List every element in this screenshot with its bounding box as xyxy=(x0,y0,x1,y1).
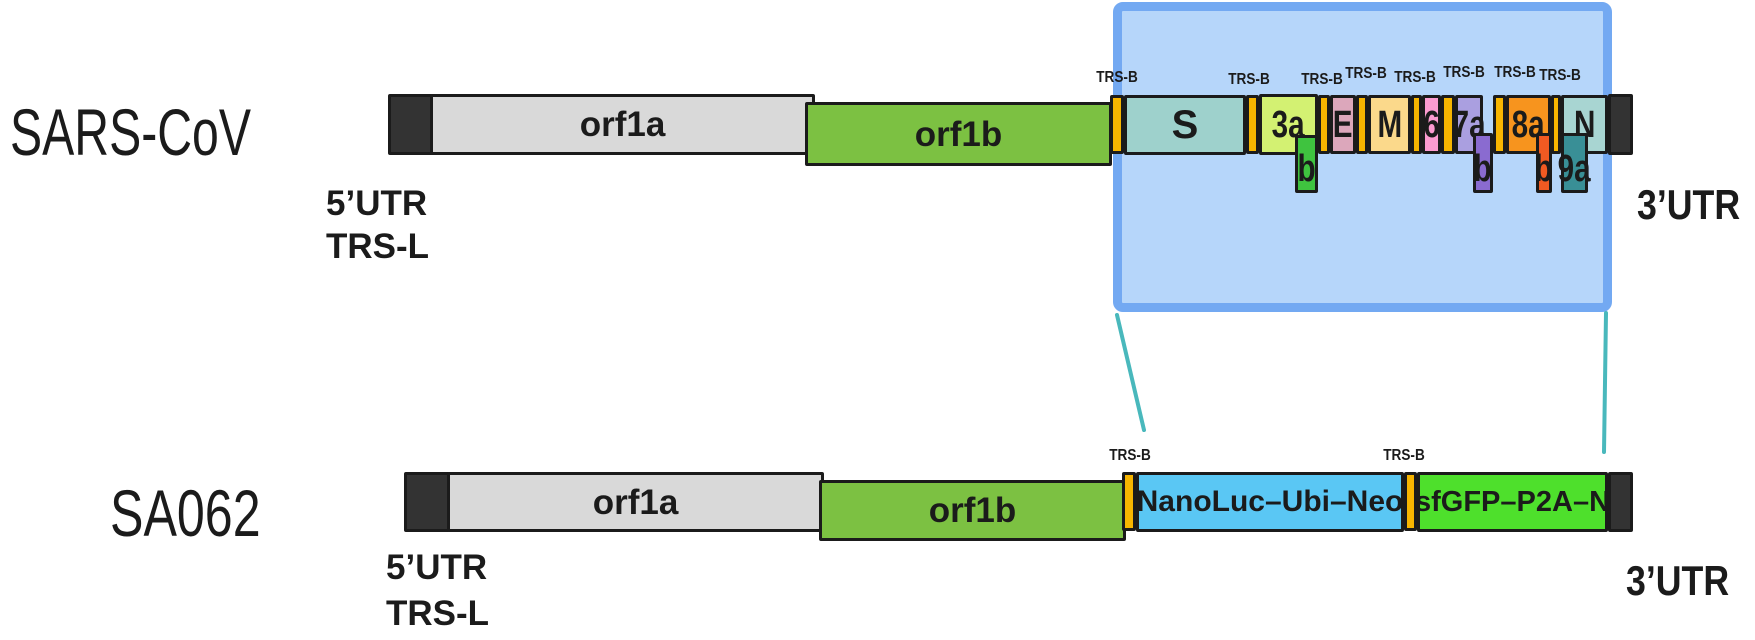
trs-b-box-3-top xyxy=(1318,95,1330,154)
trs-b-box-2-top xyxy=(1246,95,1259,154)
trs-b-label-top-5: TRS-B xyxy=(1394,69,1436,86)
trs-b-label-bottom-2: TRS-B xyxy=(1383,447,1425,464)
trs-b-box-4-top xyxy=(1356,95,1368,154)
gene-7b-label: b xyxy=(1473,148,1493,190)
trs-b-label-top-4: TRS-B xyxy=(1345,65,1387,82)
gene-nanoluc-ubi-neo-label: NanoLuc–Ubi–Neo xyxy=(1136,485,1404,518)
gene-orf1b-top-label: orf1b xyxy=(914,114,1003,154)
gene-6: 6 xyxy=(1422,95,1441,154)
gene-3b-label: b xyxy=(1297,148,1316,190)
gene-9a-label: 9a xyxy=(1558,148,1591,190)
gene-sfgfp-p2a-n-label: sfGFP–P2A–N xyxy=(1415,485,1611,518)
gene-nanoluc-ubi-neo: NanoLuc–Ubi–Neo xyxy=(1136,472,1404,532)
gene-7a: 7a xyxy=(1453,95,1485,154)
utr3-box-bottom xyxy=(1608,472,1633,532)
utr5-label-top: 5’UTR xyxy=(326,184,428,223)
gene-orf1a-bottom-label: orf1a xyxy=(592,482,679,522)
trs-b-label-top-1: TRS-B xyxy=(1096,69,1138,86)
gene-8b-label: b xyxy=(1534,148,1554,190)
trs-b-label-top-7: TRS-B xyxy=(1494,64,1536,81)
utr3-box-top xyxy=(1608,94,1633,155)
gene-orf1b-bottom-label: orf1b xyxy=(928,491,1017,530)
gene-orf1b-bottom: orf1b xyxy=(819,480,1126,541)
gene-sfgfp-p2a-n: sfGFP–P2A–N xyxy=(1415,472,1611,532)
trs-b-label-top-3: TRS-B xyxy=(1301,71,1343,88)
left-connector-line xyxy=(1115,313,1146,432)
trs-b-label-top-6: TRS-B xyxy=(1443,64,1485,81)
trs-b-box-1-bottom xyxy=(1122,472,1136,531)
trs-b-label-top-8: TRS-B xyxy=(1539,67,1581,84)
gene-m-label: M xyxy=(1377,103,1402,146)
gene-s-label: S xyxy=(1171,103,1199,147)
highlight-region-box xyxy=(1113,2,1612,312)
gene-e-label: E xyxy=(1333,103,1353,146)
gene-e: E xyxy=(1330,95,1356,154)
trs-l-label-bottom: TRS-L xyxy=(386,594,490,633)
right-connector-line xyxy=(1602,311,1608,454)
trs-b-box-2-bottom xyxy=(1404,472,1417,531)
trs-b-box-6-top xyxy=(1441,95,1455,154)
trs-l-label-top: TRS-L xyxy=(326,227,430,266)
gene-orf1a-top: orf1a xyxy=(430,94,815,155)
utr5-label-bottom: 5’UTR xyxy=(386,548,488,587)
utr3-label-top: 3’UTR xyxy=(1637,181,1741,228)
utr5-box-top xyxy=(388,94,433,155)
trs-b-box-8-top xyxy=(1551,95,1561,154)
gene-orf1b-top: orf1b xyxy=(805,102,1112,166)
trs-b-box-5-top xyxy=(1411,95,1422,154)
trs-b-box-7-top xyxy=(1493,95,1506,154)
gene-9a: 9a xyxy=(1558,133,1591,193)
gene-8b: b xyxy=(1534,133,1554,193)
trs-b-label-top-2: TRS-B xyxy=(1228,71,1270,88)
gene-orf1a-top-label: orf1a xyxy=(579,105,666,144)
gene-m: M xyxy=(1368,95,1411,154)
gene-6-label: 6 xyxy=(1423,103,1440,146)
gene-7b: b xyxy=(1473,133,1493,193)
gene-orf1a-bottom: orf1a xyxy=(447,472,824,532)
utr3-label-bottom: 3’UTR xyxy=(1626,557,1730,604)
trs-b-box-1-top xyxy=(1110,95,1124,154)
trs-b-label-bottom-1: TRS-B xyxy=(1109,447,1151,464)
utr5-box-bottom xyxy=(404,472,450,532)
genome-title-sars-cov: SARS-CoV xyxy=(10,95,251,169)
gene-s: S xyxy=(1124,95,1246,155)
gene-3b: b xyxy=(1295,135,1318,193)
genome-title-sa062: SA062 xyxy=(110,476,261,550)
